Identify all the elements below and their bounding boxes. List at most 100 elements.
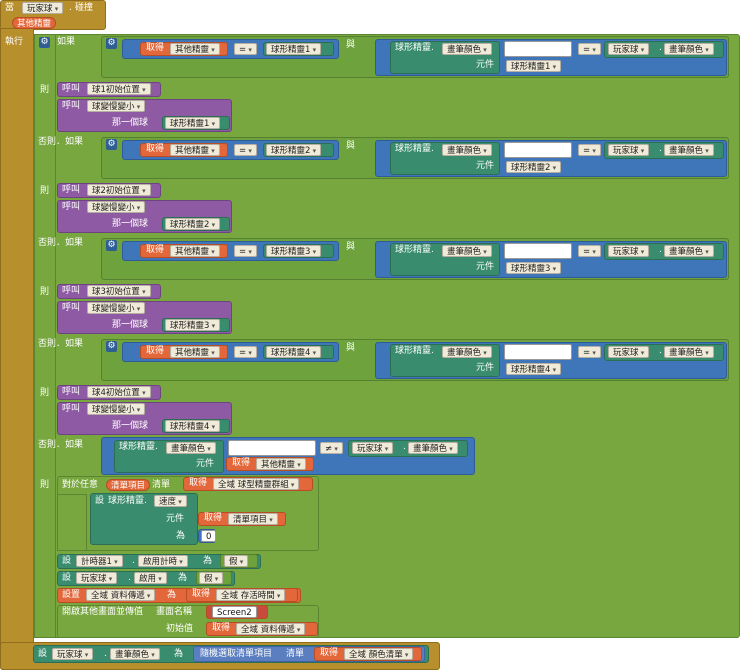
neq-get-dropdown[interactable]: 其他精靈	[256, 458, 306, 470]
timer-component-dropdown[interactable]: 計時器1	[76, 555, 123, 567]
call-label-4a: 呼叫	[62, 387, 81, 397]
proc-shrink-dropdown-3[interactable]: 球變慢變小	[87, 302, 146, 314]
sprite-group-dropdown[interactable]: 全域 球型精靈群組	[213, 478, 300, 490]
eq-operator-3[interactable]: =	[234, 245, 257, 257]
element-label-4: 元件	[476, 363, 495, 373]
speed-number-value[interactable]: 0	[201, 530, 217, 542]
and-gear-icon-3[interactable]: ⚙	[106, 240, 117, 251]
player-false-dropdown[interactable]: 假	[199, 572, 224, 584]
paint-color-dropdown-1[interactable]: 畫筆顏色	[442, 43, 492, 55]
timer-false-dropdown[interactable]: 假	[224, 555, 249, 567]
player-ball-dropdown-1[interactable]: 玩家球	[608, 43, 650, 55]
which-ball-dropdown-4[interactable]: 球形精靈4	[165, 420, 221, 432]
eq-operator-1b[interactable]: =	[578, 43, 601, 55]
which-ball-dropdown-1[interactable]: 球形精靈1	[165, 117, 221, 129]
if-inner-rail	[34, 34, 56, 638]
neq-player-color-dropdown[interactable]: 畫筆顏色	[408, 442, 458, 454]
random-pick-label: 隨機選取清單項目	[200, 649, 273, 659]
elseif-label-3: 否則．如果	[38, 238, 84, 248]
proc-shrink-dropdown-1[interactable]: 球變慢變小	[87, 100, 146, 112]
element-sprite-dropdown-1[interactable]: 球形精靈1	[506, 60, 562, 72]
then-label-3: 則	[40, 287, 50, 297]
element-sprite-dropdown-3[interactable]: 球形精靈3	[506, 262, 562, 274]
proc-shrink-dropdown-4[interactable]: 球變慢變小	[87, 403, 146, 415]
get-survival-label: 取得	[192, 589, 211, 599]
screen-name-value[interactable]: Screen2	[212, 606, 257, 618]
global-colors-dropdown[interactable]: 全域 顏色清單	[344, 648, 414, 660]
paint-color-dropdown-2[interactable]: 畫筆顏色	[442, 144, 492, 156]
player-ball-dropdown-4[interactable]: 玩家球	[608, 346, 650, 358]
set-color-attr-dropdown[interactable]: 畫筆顏色	[110, 648, 160, 660]
event-param-other-sprite[interactable]: 其他精靈	[12, 17, 57, 29]
player-ball-dropdown-3[interactable]: 玩家球	[608, 245, 650, 257]
and-gear-icon-1[interactable]: ⚙	[106, 38, 117, 49]
player-ball-dropdown-2[interactable]: 玩家球	[608, 144, 650, 156]
neq-paint-color-dropdown[interactable]: 畫筆顏色	[166, 442, 216, 454]
color-input-slot-4[interactable]	[504, 344, 572, 360]
sprite-dropdown-3[interactable]: 球形精靈3	[266, 245, 322, 257]
get-data-pass-dropdown[interactable]: 全域 資料傳遞	[236, 623, 306, 635]
for-each-item-var[interactable]: 清單項目	[106, 479, 151, 491]
player-ball-component-dropdown[interactable]: 玩家球	[76, 572, 118, 584]
get-var-dropdown-3[interactable]: 其他精靈	[170, 245, 220, 257]
get-var-dropdown-2[interactable]: 其他精靈	[170, 144, 220, 156]
eq-operator-3b[interactable]: =	[578, 245, 601, 257]
player-color-dropdown-4[interactable]: 畫筆顏色	[664, 346, 714, 358]
get-var-dropdown-1[interactable]: 其他精靈	[170, 43, 220, 55]
get-list-item-label: 取得	[204, 513, 223, 523]
speed-dropdown[interactable]: 速度	[154, 495, 187, 507]
sprite-dropdown-4[interactable]: 球形精靈4	[266, 346, 322, 358]
sprite-dropdown-2[interactable]: 球形精靈2	[266, 144, 322, 156]
neq-sprite-label: 球形精靈.	[119, 442, 158, 452]
get-var-dropdown-4[interactable]: 其他精靈	[170, 346, 220, 358]
proc-init-dropdown-3[interactable]: 球3初始位置	[87, 285, 151, 297]
for-each-list-label: 清單	[152, 480, 171, 490]
get-colors-label: 取得	[320, 648, 339, 658]
eq-operator-1[interactable]: =	[234, 43, 257, 55]
global-survival-dropdown[interactable]: 全域 存活時間	[216, 589, 286, 601]
global-data-dropdown[interactable]: 全域 資料傳遞	[86, 589, 156, 601]
call-label-4b: 呼叫	[62, 404, 81, 414]
which-ball-dropdown-3[interactable]: 球形精靈3	[165, 319, 221, 331]
and-gear-icon-4[interactable]: ⚙	[106, 341, 117, 352]
paint-color-dropdown-4[interactable]: 畫筆顏色	[442, 346, 492, 358]
eq-operator-2[interactable]: =	[234, 144, 257, 156]
set-color-player-dropdown[interactable]: 玩家球	[52, 648, 94, 660]
set-color-dot: .	[104, 649, 107, 659]
neq-operator[interactable]: ≠	[320, 442, 343, 454]
element-sprite-dropdown-4[interactable]: 球形精靈4	[506, 363, 562, 375]
proc-init-dropdown-4[interactable]: 球4初始位置	[87, 386, 151, 398]
call-label-2a: 呼叫	[62, 185, 81, 195]
get-data-pass-label: 取得	[212, 623, 231, 633]
eq-operator-4b[interactable]: =	[578, 346, 601, 358]
proc-init-dropdown-2[interactable]: 球2初始位置	[87, 184, 151, 196]
timer-enabled-dropdown[interactable]: 啟用計時	[138, 555, 188, 567]
get-label-1: 取得	[146, 43, 165, 53]
which-ball-dropdown-2[interactable]: 球形精靈2	[165, 218, 221, 230]
sprite-dropdown-1[interactable]: 球形精靈1	[266, 43, 322, 55]
neq-player-ball-dropdown[interactable]: 玩家球	[352, 442, 394, 454]
call-label-3b: 呼叫	[62, 303, 81, 313]
player-color-dropdown-2[interactable]: 畫筆顏色	[664, 144, 714, 156]
element-sprite-dropdown-2[interactable]: 球形精靈2	[506, 161, 562, 173]
for-each-rail	[57, 494, 87, 551]
neq-input-slot[interactable]	[228, 440, 316, 456]
eq-operator-2b[interactable]: =	[578, 144, 601, 156]
for-each-label: 對於任意	[62, 480, 99, 490]
mutator-gear-icon[interactable]: ⚙	[39, 37, 50, 48]
get-list-item-dropdown[interactable]: 清單項目	[228, 513, 278, 525]
proc-init-dropdown-1[interactable]: 球1初始位置	[87, 83, 151, 95]
set-speed-label: 設	[95, 496, 105, 506]
player-color-dropdown-1[interactable]: 畫筆顏色	[664, 43, 714, 55]
proc-shrink-dropdown-2[interactable]: 球變慢變小	[87, 201, 146, 213]
color-input-slot-1[interactable]	[504, 41, 572, 57]
player-enabled-dropdown[interactable]: 啟用	[134, 572, 167, 584]
event-component-dropdown[interactable]: 玩家球	[22, 2, 64, 14]
color-input-slot-3[interactable]	[504, 243, 572, 259]
then-label-2: 則	[40, 186, 50, 196]
and-gear-icon-2[interactable]: ⚙	[106, 139, 117, 150]
color-input-slot-2[interactable]	[504, 142, 572, 158]
eq-operator-4[interactable]: =	[234, 346, 257, 358]
player-color-dropdown-3[interactable]: 畫筆顏色	[664, 245, 714, 257]
paint-color-dropdown-3[interactable]: 畫筆顏色	[442, 245, 492, 257]
